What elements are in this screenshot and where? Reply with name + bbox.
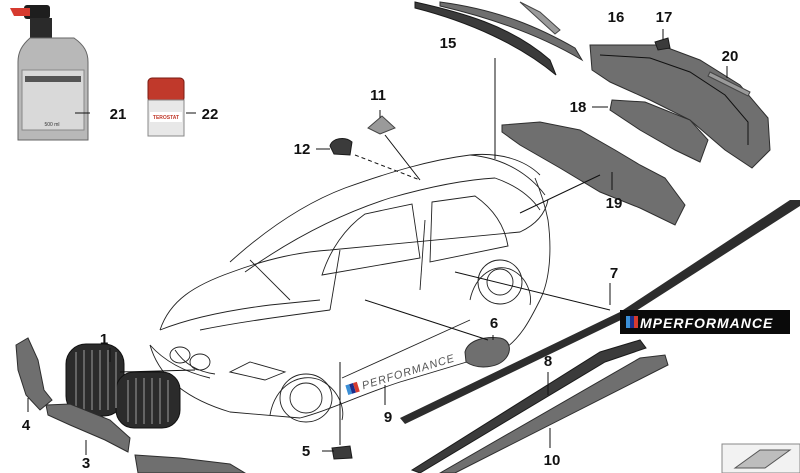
- callout-16: 16: [608, 9, 625, 26]
- car-outline: [149, 153, 551, 423]
- side-skirt-part: [438, 354, 669, 473]
- black-stripe-part: [410, 339, 647, 473]
- callout-22: 22: [202, 106, 219, 123]
- clip-part: [654, 37, 671, 51]
- callout-18: 18: [570, 99, 587, 116]
- callouts: 1 3 4 5 6 7 8 9 10 11 12 15 16 17 18 19 …: [22, 9, 739, 472]
- callout-19: 19: [606, 195, 623, 212]
- jar-label: TEROSTAT: [153, 115, 179, 121]
- callout-10: 10: [544, 452, 561, 469]
- callout-12: 12: [294, 141, 311, 158]
- m-performance-badge: MPERFORMANCE: [620, 310, 790, 334]
- badge-text: MPERFORMANCE: [640, 315, 773, 331]
- spray-bottle-part: 500 ml: [10, 5, 89, 141]
- jar-part: TEROSTAT: [147, 77, 185, 137]
- callout-6: 6: [490, 315, 498, 332]
- performance-emblem: PERFORMANCE: [345, 352, 457, 395]
- callout-21: 21: [110, 106, 127, 123]
- callout-20: 20: [722, 48, 739, 65]
- corner-icon: [721, 443, 800, 473]
- callout-9: 9: [384, 409, 392, 426]
- antenna-part: [367, 115, 396, 135]
- rear-bumper-panel-part: [501, 121, 686, 226]
- spoiler-strips-part: [414, 1, 584, 76]
- trim-strip-part: [707, 71, 751, 97]
- bottle-volume-label: 500 ml: [44, 122, 59, 128]
- callout-17: 17: [656, 9, 673, 26]
- callout-15: 15: [440, 35, 457, 52]
- rear-diffuser-part: [589, 44, 771, 169]
- callout-5: 5: [302, 443, 310, 460]
- callout-7: 7: [610, 265, 618, 282]
- mirror-cap-part: [464, 337, 510, 368]
- front-flap-part: [15, 337, 53, 411]
- callout-3: 3: [82, 455, 90, 472]
- callout-11: 11: [370, 87, 386, 104]
- callout-4: 4: [22, 417, 31, 434]
- side-stripe-part: [400, 200, 800, 424]
- leader-lines: [27, 29, 728, 455]
- front-splitter-part: [45, 403, 246, 473]
- callout-1: 1: [100, 331, 108, 348]
- small-cap-part: [329, 138, 353, 156]
- callout-8: 8: [544, 353, 552, 370]
- small-badge-part: [331, 445, 353, 460]
- emblem-text: PERFORMANCE: [361, 352, 457, 392]
- diffuser-insert-part: [609, 99, 709, 163]
